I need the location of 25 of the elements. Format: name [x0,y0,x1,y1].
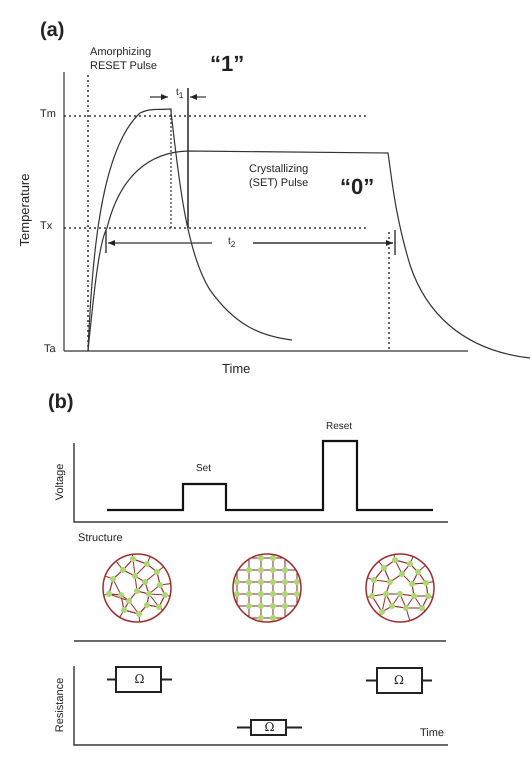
axis-tick-label: Tm [40,108,56,122]
resistor-symbol [366,666,432,694]
axis-title: Time [420,727,444,741]
axis-tick-label: Ta [44,343,56,357]
resistor-symbol [107,666,172,692]
axis-title: Time [222,361,250,378]
resistor-label: Ω [264,718,276,736]
axis-title: Voltage [54,464,68,500]
state-label: “1” [210,50,244,78]
annotation: Amorphizing RESET Pulse [90,46,158,74]
axis-title: Resistance [54,678,68,732]
pulse-label: Set [196,463,212,476]
axis-tick-label: Tx [40,220,52,234]
resistor-label: Ω [393,672,405,688]
axis-title: Temperature [16,174,33,246]
resistor-symbol [237,718,302,736]
pulse-label: Reset [326,421,352,434]
time-label: t$_{1}$ [176,87,184,100]
state-label: “0” [340,173,374,200]
resistor-label: Ω [134,670,146,688]
panel-label: (b) [48,390,74,415]
row-label: Structure [78,532,123,546]
time-label: t$_{2}$ [228,236,236,250]
panel-label: (a) [40,18,64,43]
annotation: Crystallizing (SET) Pulse [249,163,310,190]
